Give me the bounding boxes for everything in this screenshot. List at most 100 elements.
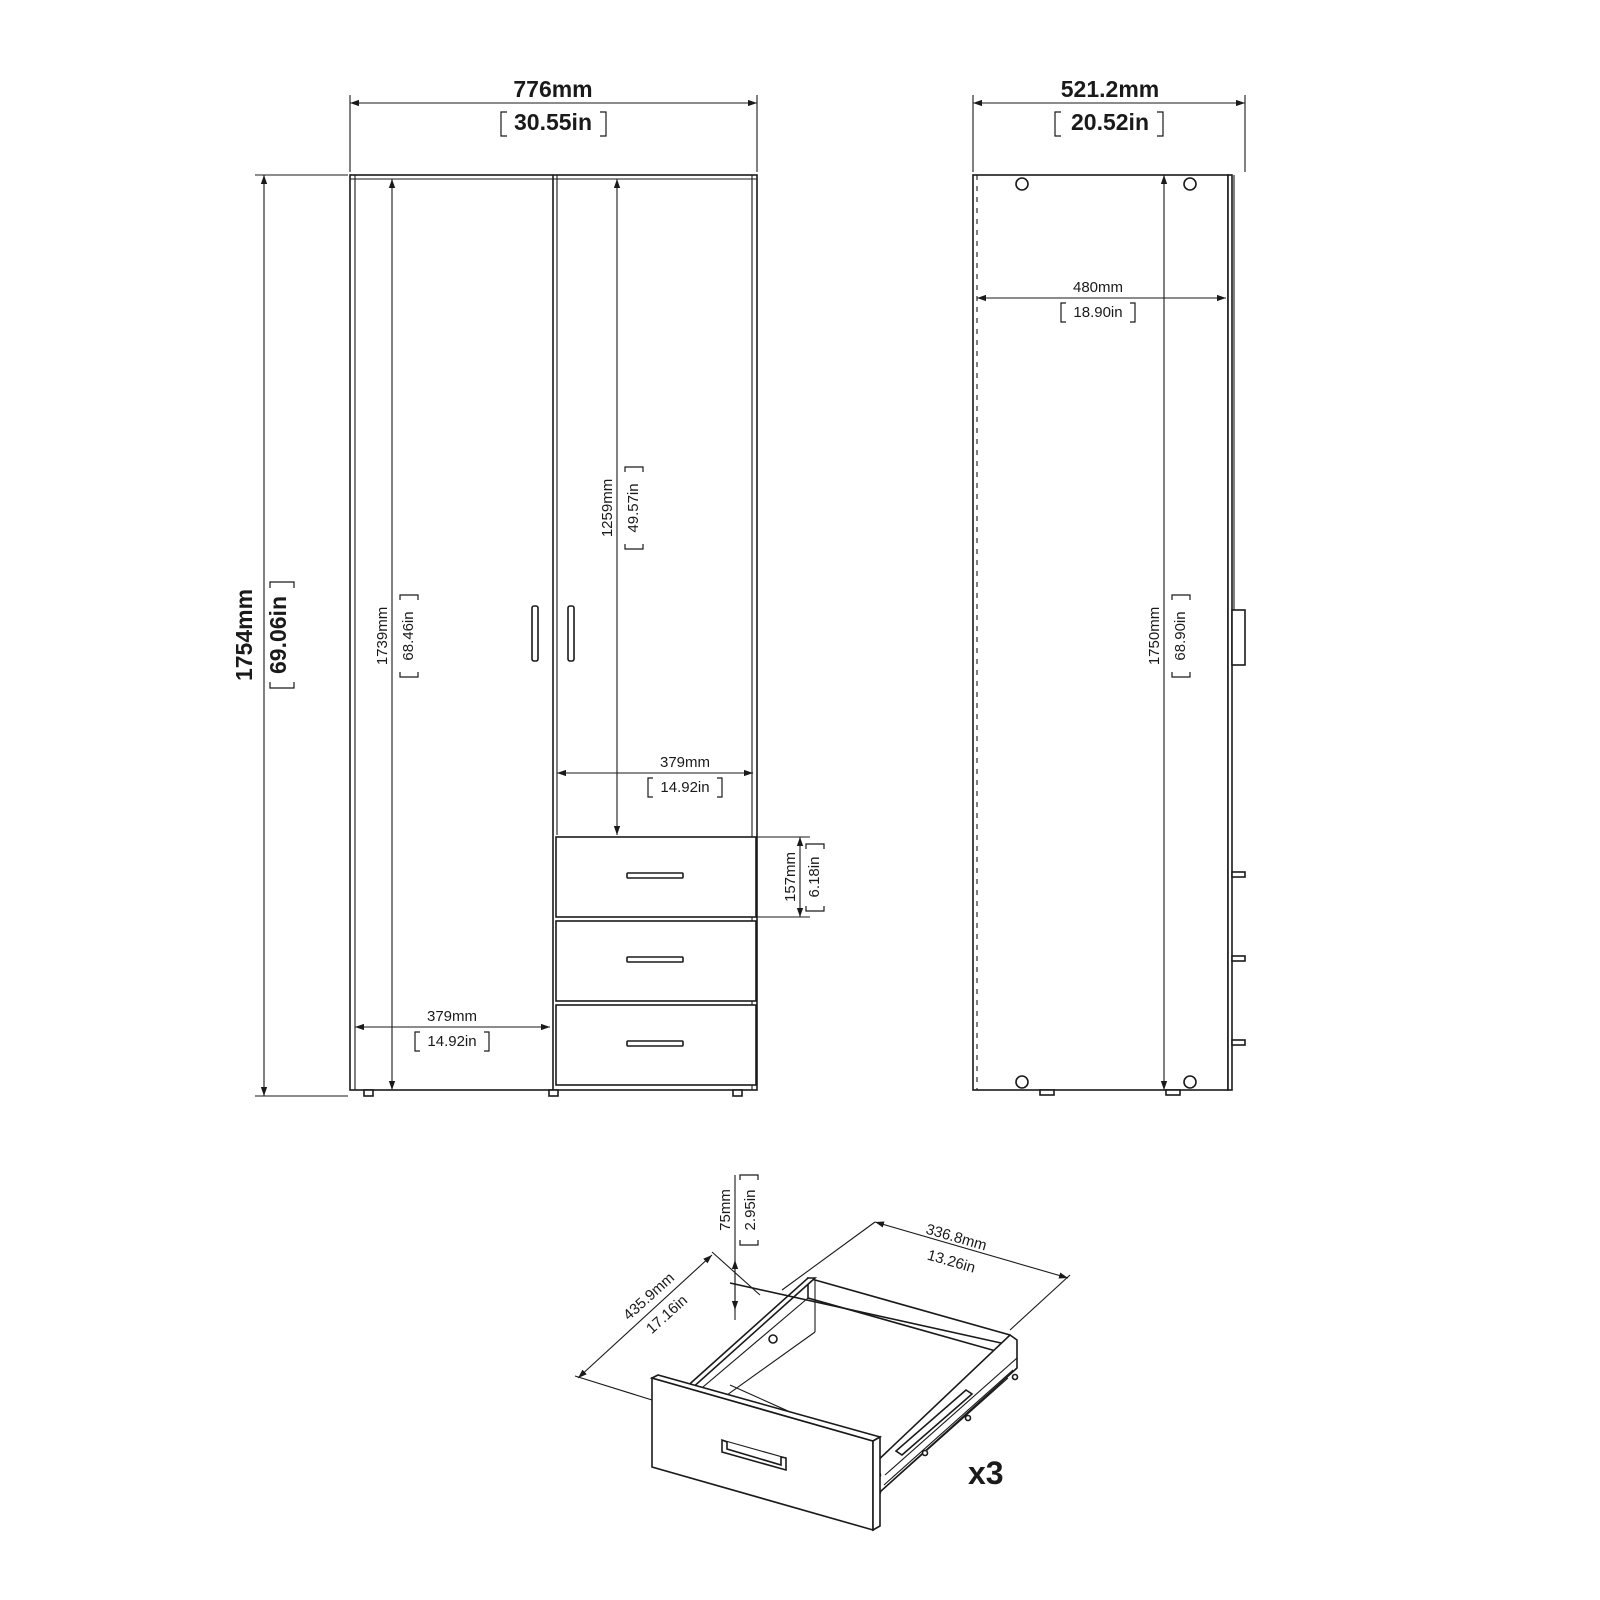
- bracket: [1130, 302, 1136, 323]
- bracket: [484, 1031, 490, 1052]
- dim-overall-depth: 521.2mm 20.52in: [972, 76, 1246, 172]
- bracket: [1157, 111, 1164, 137]
- dim-overall-width: 776mm 30.55in: [349, 76, 758, 172]
- upper-width-mm-label: 379mm: [660, 754, 710, 771]
- runner-screw: [964, 1414, 972, 1422]
- drawer-height-in-label: 2.95in: [742, 1190, 759, 1231]
- bracket: [624, 466, 644, 472]
- width-mm-label: 776mm: [513, 76, 592, 102]
- extension-line: [781, 1221, 876, 1291]
- bracket: [739, 1174, 759, 1180]
- side-drawer-handle: [1231, 1039, 1246, 1046]
- dimension-line: [577, 1254, 713, 1379]
- bracket: [414, 1031, 420, 1052]
- bracket: [500, 111, 507, 137]
- runner-screw: [1011, 1373, 1019, 1381]
- carcass-depth-in-label: 18.90in: [1073, 304, 1122, 321]
- dim-door-height: 1259mm 49.57in: [599, 179, 644, 835]
- inner-height-mm-label: 1739mm: [374, 607, 391, 665]
- door-height-mm-label: 1259mm: [599, 479, 616, 537]
- runner: [883, 1369, 1014, 1486]
- drawer-handle: [626, 1040, 684, 1047]
- drawer-height-mm-label: 75mm: [717, 1189, 734, 1231]
- extension-line: [711, 1251, 761, 1296]
- bracket: [717, 777, 723, 798]
- upper-width-in-label: 14.92in: [660, 779, 709, 796]
- dim-drawer-height: 75mm 2.95in: [717, 1174, 759, 1320]
- drawer-front-side: [872, 1435, 881, 1532]
- dim-lower-section-width: 379mm 14.92in: [355, 1008, 550, 1052]
- bracket: [739, 1240, 759, 1246]
- runner: [879, 1377, 1009, 1493]
- dim-carcass-depth: 480mm 18.90in: [977, 279, 1226, 323]
- drawer-front-panel: [651, 1376, 874, 1532]
- back-inner: [719, 1331, 816, 1401]
- left-side-edge: [689, 1297, 809, 1399]
- drawer-isometric: [649, 1276, 1019, 1532]
- foot: [548, 1089, 559, 1097]
- dim-upper-section-width: 379mm 14.92in: [557, 754, 753, 798]
- depth-mm-label: 521.2mm: [1061, 76, 1159, 102]
- bracket: [647, 777, 653, 798]
- dim-side-height: 1750mm 68.90in: [1146, 175, 1191, 1090]
- door-handle-left: [531, 605, 539, 662]
- fixing-hole: [1015, 1075, 1029, 1089]
- dim-drawer-front-height: 157mm 6.18in: [757, 836, 825, 918]
- door-handle-right: [567, 605, 575, 662]
- side-panel: [972, 174, 1229, 1091]
- runner: [884, 1357, 1018, 1476]
- bracket: [805, 906, 825, 912]
- drawer-left-side: [680, 1277, 818, 1391]
- dim-overall-height: 1754mm 69.06in: [231, 174, 348, 1097]
- drawer-back-top: [729, 1282, 1011, 1346]
- handle-edge: [721, 1439, 787, 1459]
- side-door-handle: [1231, 609, 1246, 666]
- foot: [1165, 1089, 1181, 1096]
- height-in-label: 69.06in: [265, 596, 291, 674]
- front-view: [349, 174, 758, 1097]
- drawer-quantity-label: x3: [968, 1455, 1004, 1491]
- lower-width-mm-label: 379mm: [427, 1008, 477, 1025]
- side-drawer-handle: [1231, 871, 1246, 878]
- drawer-front-mm-label: 157mm: [782, 852, 799, 902]
- side-drawer-handle: [1231, 955, 1246, 962]
- bracket: [269, 682, 295, 689]
- runner-screw: [921, 1449, 929, 1457]
- carcass-depth-mm-label: 480mm: [1073, 279, 1123, 296]
- drawer-back-panel: [807, 1276, 1011, 1357]
- dim-inner-height: 1739mm 68.46in: [374, 179, 419, 1090]
- drawer-front-in-label: 6.18in: [806, 857, 823, 898]
- bracket: [399, 672, 419, 678]
- foot: [363, 1089, 374, 1097]
- dimension-line: [874, 1221, 1069, 1279]
- extension-line: [574, 1375, 653, 1401]
- bracket: [1054, 111, 1061, 137]
- fixing-hole: [1183, 1075, 1197, 1089]
- foot: [1039, 1089, 1055, 1096]
- foot: [732, 1089, 743, 1097]
- side-height-in-label: 68.90in: [1172, 611, 1189, 660]
- lower-width-in-label: 14.92in: [427, 1033, 476, 1050]
- cam-hole: [768, 1334, 778, 1344]
- side-height-mm-label: 1750mm: [1146, 607, 1163, 665]
- fixing-hole: [1015, 177, 1029, 191]
- height-mm-label: 1754mm: [231, 589, 257, 681]
- runner-rail: [894, 1388, 974, 1457]
- drawer-handle: [626, 872, 684, 879]
- depth-in-label: 20.52in: [1071, 109, 1149, 135]
- bracket: [399, 594, 419, 600]
- inner-height-in-label: 68.46in: [400, 611, 417, 660]
- side-view: [972, 174, 1246, 1096]
- fixing-hole: [1183, 177, 1197, 191]
- drawer-handle: [626, 956, 684, 963]
- bracket: [1171, 672, 1191, 678]
- bracket: [1060, 302, 1066, 323]
- width-in-label: 30.55in: [514, 109, 592, 135]
- bracket: [1171, 594, 1191, 600]
- bracket: [269, 581, 295, 588]
- extension-line: [1009, 1274, 1071, 1331]
- door-height-in-label: 49.57in: [625, 483, 642, 532]
- drawer-width-in-label: 13.26in: [925, 1247, 977, 1277]
- bracket: [805, 843, 825, 849]
- bracket: [624, 544, 644, 550]
